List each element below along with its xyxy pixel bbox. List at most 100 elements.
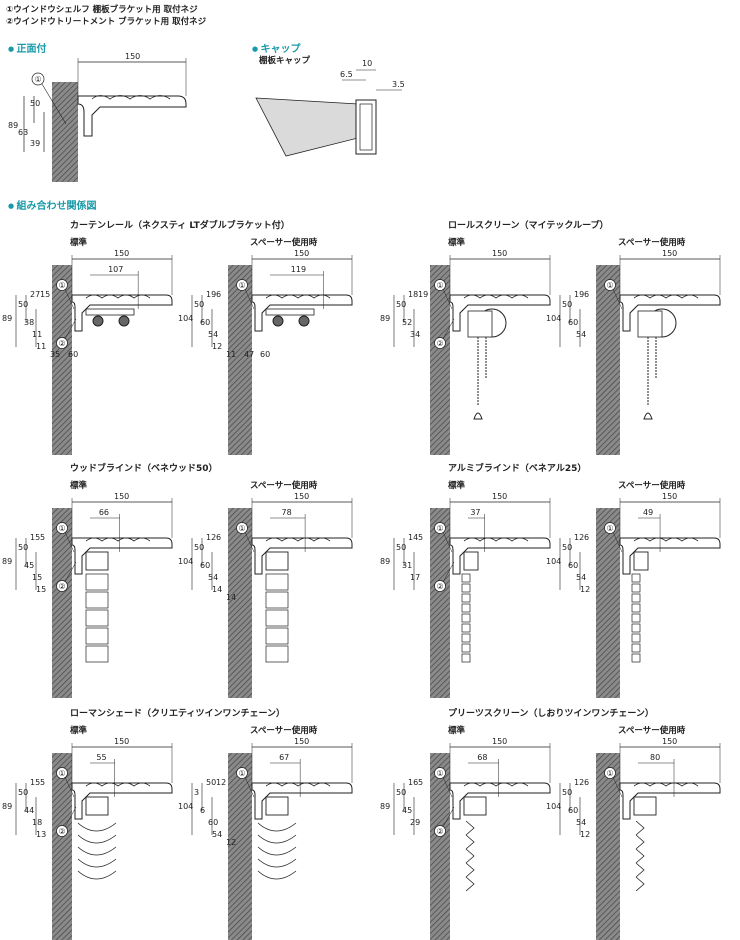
screw-label: ② <box>437 582 444 591</box>
dim-value: 54 <box>208 330 218 339</box>
fold <box>77 834 117 844</box>
wall-section <box>52 508 72 698</box>
slat <box>265 627 289 645</box>
dim-value: 12 <box>574 533 584 542</box>
shelf-profile <box>265 294 331 299</box>
leader-line <box>64 318 77 340</box>
shelf-bracket <box>619 294 721 332</box>
group-title-alu: アルミブラインド（ベネアル25） <box>448 464 587 474</box>
dim-depth: 119 <box>291 265 306 274</box>
slat <box>461 643 471 653</box>
dim-width: 150 <box>492 249 507 258</box>
slat <box>631 583 641 593</box>
dim-width: 150 <box>114 737 129 746</box>
pleat <box>465 862 475 878</box>
shelf-profile <box>633 294 699 299</box>
dim-width: 150 <box>294 737 309 746</box>
dim-value: 12 <box>580 585 590 594</box>
dim-value: 104 <box>546 557 561 566</box>
screw-label: ① <box>607 281 614 290</box>
shelf-profile <box>85 294 151 299</box>
section-cap: キャップ <box>252 40 301 55</box>
head-box <box>85 796 109 816</box>
dim-value: 19 <box>206 290 216 299</box>
dim-value: 34 <box>410 330 420 339</box>
shelf-profile <box>463 294 529 299</box>
slat <box>631 593 641 603</box>
screw-label: ① <box>607 524 614 533</box>
shelf-profile <box>91 95 171 100</box>
dim-value: 15 <box>32 573 42 582</box>
dim-value: 104 <box>546 314 561 323</box>
shelf-profile <box>463 537 529 542</box>
screw-marker-1 <box>31 72 45 86</box>
dim-value: 54 <box>576 818 586 827</box>
dim-width: 150 <box>294 492 309 501</box>
screw-label: ② <box>59 339 66 348</box>
screw-marker-2 <box>434 580 446 592</box>
screw-marker-1 <box>434 279 446 291</box>
shelf-bracket <box>251 782 353 820</box>
shelf-bracket <box>71 782 173 820</box>
wall-section <box>596 508 620 698</box>
dim-value: 60 <box>568 318 578 327</box>
shelf-bracket <box>77 95 187 137</box>
slat <box>461 633 471 643</box>
pull-weight <box>473 412 483 420</box>
runner <box>92 315 104 327</box>
dim-value: 52 <box>402 318 412 327</box>
dim-value: 60 <box>568 561 578 570</box>
screw-marker-2 <box>434 337 446 349</box>
screw-label: ① <box>437 769 444 778</box>
dim-depth: 78 <box>282 508 292 517</box>
dim-value: 50 <box>18 543 28 552</box>
screw-label: ② <box>437 339 444 348</box>
dim-value: 27 <box>30 290 40 299</box>
leader-line <box>612 288 623 310</box>
fold <box>257 846 297 856</box>
leader-line <box>442 318 455 340</box>
wall-section <box>52 265 72 455</box>
leader-line <box>442 806 455 828</box>
dim-value: 89 <box>2 802 12 811</box>
leader-line <box>64 806 77 828</box>
screw-marker-1 <box>236 522 248 534</box>
shelf-bracket <box>619 537 721 575</box>
dim-value: 50 <box>18 300 28 309</box>
pleat <box>465 834 475 850</box>
pleat <box>635 862 645 878</box>
slat <box>631 633 641 643</box>
dim-width: 150 <box>114 249 129 258</box>
wall-section <box>596 265 620 455</box>
dim-value: 12 <box>212 342 222 351</box>
dim-depth: 80 <box>650 753 660 762</box>
dim-value: 38 <box>24 318 34 327</box>
dim-width: 150 <box>125 52 140 61</box>
dim-value: 14 <box>408 533 418 542</box>
dim-value: 50 <box>396 300 406 309</box>
dim-value: 16 <box>408 778 418 787</box>
dim-a: 50 <box>30 99 40 108</box>
screw-label: ① <box>607 769 614 778</box>
shelf-bracket <box>251 294 353 332</box>
fold <box>257 834 297 844</box>
dim-value: 15 <box>40 290 50 299</box>
fold <box>77 870 117 880</box>
std-label: 標準 <box>70 726 88 736</box>
runner <box>118 315 130 327</box>
dim-value: 60 <box>68 350 78 359</box>
screw-label: ① <box>239 281 246 290</box>
shelf-profile <box>633 782 699 787</box>
wall-section <box>228 508 252 698</box>
dim-depth: 67 <box>279 753 289 762</box>
dim-width: 150 <box>492 737 507 746</box>
leader-line <box>244 776 255 798</box>
dim-value: 89 <box>2 314 12 323</box>
cap-dim-3: 3.5 <box>392 80 405 89</box>
dim-value: 5 <box>40 533 45 542</box>
